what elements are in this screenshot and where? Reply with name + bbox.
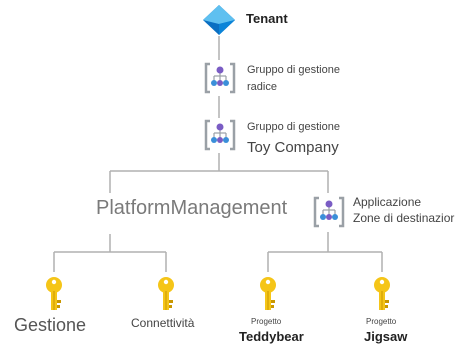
platform-management-label: PlatformManagement (96, 197, 288, 219)
tenant-label: Tenant (246, 11, 288, 26)
subscription-key-icon (374, 277, 390, 310)
root-group-line1: Gruppo di gestione (247, 64, 340, 76)
subscription-key-icon (158, 277, 174, 310)
subscription-jigsaw-caption: Progetto (366, 317, 397, 326)
management-group-icon (313, 196, 345, 228)
subscription-key-icon (46, 277, 62, 310)
subscription-gestione-label: Gestione (14, 315, 87, 335)
landing-zones-line2: Zone di destinazior (353, 211, 455, 225)
toy-group-line2: Toy Company (247, 139, 339, 156)
management-group-icon (204, 119, 236, 151)
management-group-icon (204, 62, 236, 94)
toy-group-line1: Gruppo di gestione (247, 121, 340, 133)
subscription-teddybear-label: Teddybear (239, 329, 304, 344)
subscription-jigsaw-label: Jigsaw (364, 329, 408, 344)
landing-zones-line1: Applicazione (353, 195, 422, 209)
subscription-connettivita-label: Connettività (131, 316, 195, 330)
azure-tenant-icon (203, 5, 235, 35)
subscription-teddybear-caption: Progetto (251, 317, 282, 326)
subscription-key-icon (260, 277, 276, 310)
root-group-line2: radice (247, 81, 277, 93)
